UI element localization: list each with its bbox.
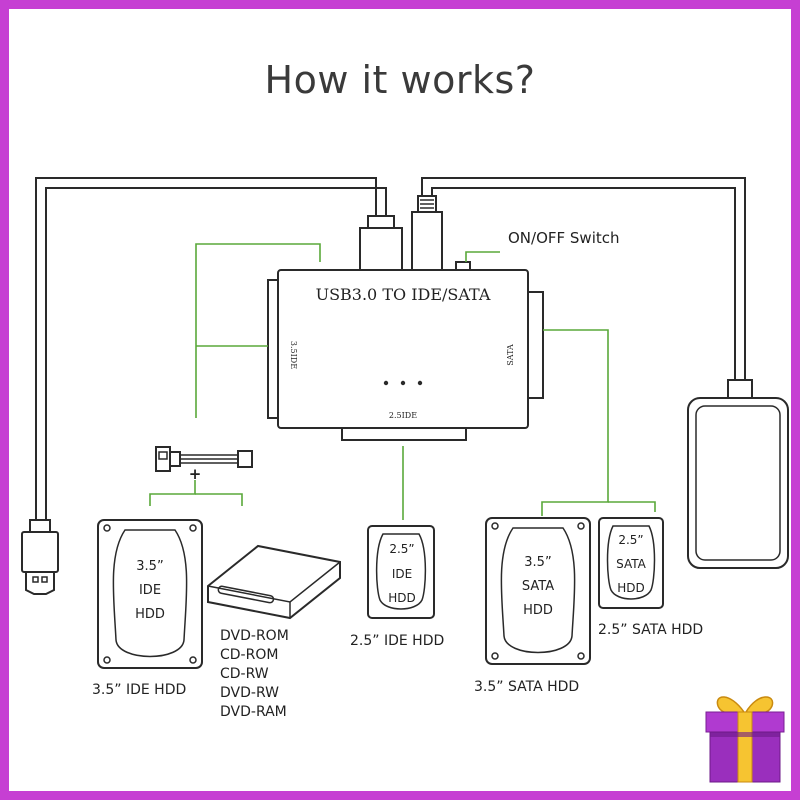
- badge-line: SATA: [522, 579, 554, 594]
- badge-line: 3.5”: [136, 559, 163, 574]
- optical-item: DVD-ROM: [220, 628, 289, 644]
- badge-line: 2.5”: [389, 542, 414, 556]
- gift-box-icon: [705, 696, 785, 783]
- molex-cable-icon: [155, 446, 253, 472]
- usb-plug-bottom-icon: [21, 519, 59, 595]
- power-adapter-icon: [687, 379, 789, 569]
- switch-label: ON/OFF Switch: [508, 229, 620, 247]
- hdd-3.5-sata: [485, 517, 591, 665]
- usb-plug-icon: [359, 215, 403, 271]
- port-label-3.5ide: 3.5IDE: [289, 341, 298, 369]
- adapter-device: [267, 269, 544, 441]
- optical-item: DVD-RW: [220, 685, 279, 701]
- badge-line: IDE: [139, 583, 161, 598]
- caption-3.5-ide-hdd: 3.5” IDE HDD: [92, 682, 186, 698]
- hdd-2.5-ide: [367, 525, 435, 619]
- badge-line: HDD: [135, 607, 165, 622]
- optical-drive-icon: [207, 544, 341, 620]
- badge-line: HDD: [617, 581, 645, 595]
- power-plug-icon: [411, 195, 443, 271]
- badge-line: IDE: [392, 567, 412, 581]
- optical-item: CD-RW: [220, 666, 269, 682]
- connector-lines: [149, 243, 656, 520]
- port-label-sata: SATA: [506, 344, 515, 366]
- badge-line: 2.5”: [618, 533, 643, 547]
- badge-line: 3.5”: [524, 555, 551, 570]
- page-title: How it works?: [264, 58, 536, 102]
- badge-line: SATA: [616, 557, 647, 571]
- caption-2.5-ide-hdd: 2.5” IDE HDD: [350, 633, 444, 649]
- hdd-2.5-sata: [598, 517, 664, 609]
- optical-item: CD-ROM: [220, 647, 278, 663]
- badge-line: HDD: [523, 603, 553, 618]
- hdd-3.5-ide: [97, 519, 203, 669]
- port-label-2.5ide: 2.5IDE: [389, 411, 417, 420]
- usb-cable: [35, 177, 387, 522]
- caption-2.5-sata-hdd: 2.5” SATA HDD: [598, 622, 703, 638]
- switch-pointer-line: [465, 251, 500, 262]
- badge-line: HDD: [388, 591, 416, 605]
- optical-item: DVD-RAM: [220, 704, 287, 720]
- caption-3.5-sata-hdd: 3.5” SATA HDD: [474, 679, 579, 695]
- plus-sign: +: [189, 465, 202, 483]
- device-label: USB3.0 TO IDE/SATA: [316, 285, 491, 304]
